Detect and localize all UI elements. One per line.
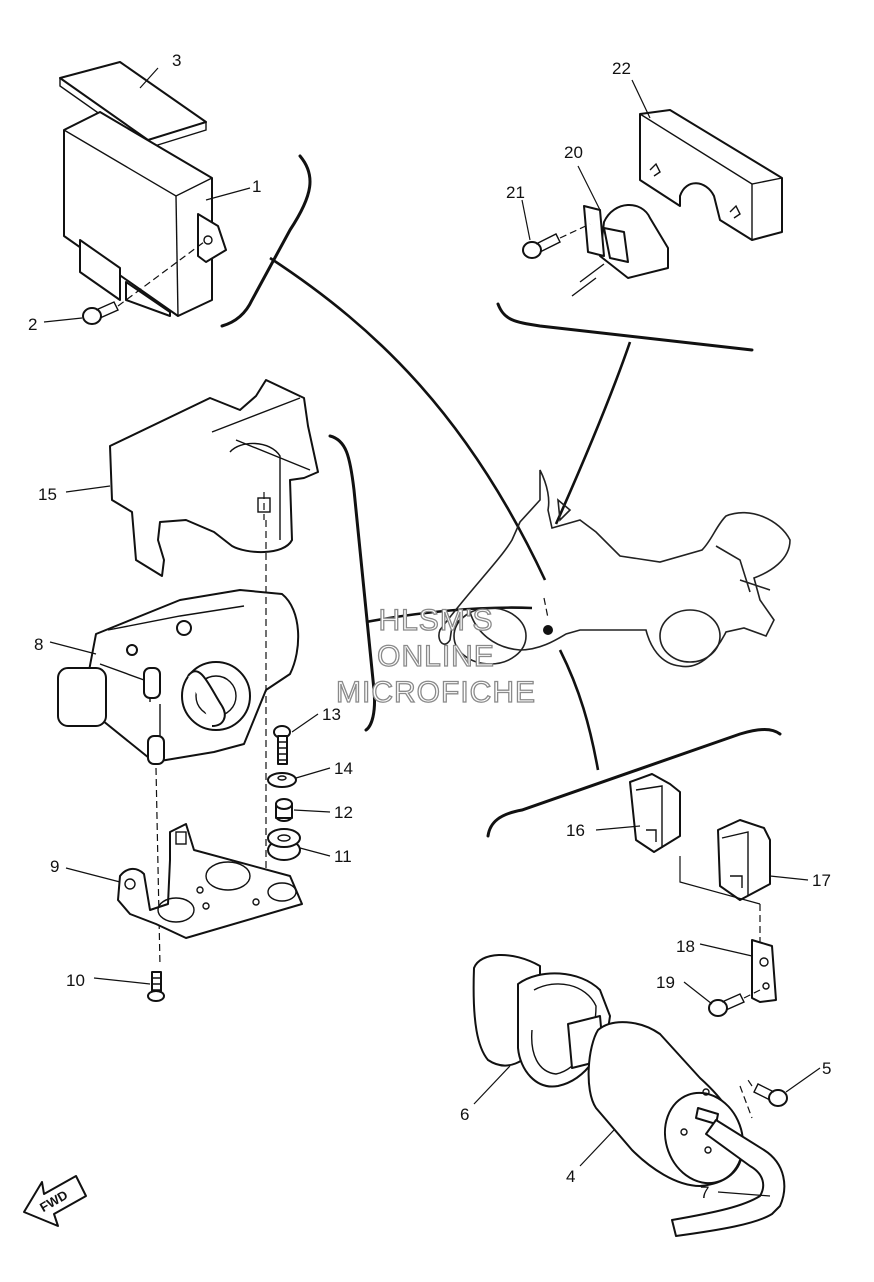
label-part-10: 10 bbox=[66, 971, 85, 990]
part-17-resistor[interactable] bbox=[717, 819, 771, 901]
label-part-16: 16 bbox=[566, 821, 585, 840]
pointer-ecu-group bbox=[269, 256, 547, 581]
label-part-18: 18 bbox=[676, 937, 695, 956]
part-16-resistor[interactable] bbox=[629, 773, 681, 853]
pointer-hydraulic-group bbox=[365, 606, 533, 624]
location-dot bbox=[543, 625, 553, 635]
part-9-bracket[interactable] bbox=[117, 823, 303, 939]
pointer-relay-group bbox=[554, 341, 632, 525]
part-8-hydraulic-unit[interactable] bbox=[57, 520, 300, 967]
part-12-collar[interactable] bbox=[275, 798, 293, 822]
bracket-relay-group bbox=[496, 302, 754, 352]
watermark-line-1: HLSM'S bbox=[378, 604, 493, 637]
label-part-1: 1 bbox=[252, 177, 261, 196]
label-part-7: 7 bbox=[700, 1183, 709, 1202]
label-part-14: 14 bbox=[334, 759, 353, 778]
harness-line bbox=[679, 856, 761, 905]
watermark-line-3: MICROFICHE bbox=[336, 676, 536, 709]
part-4-fuel-pump[interactable] bbox=[587, 1021, 756, 1194]
fwd-arrow-icon: FWD bbox=[23, 1175, 87, 1227]
part-20-relay[interactable] bbox=[571, 204, 669, 297]
bracket-pump-group bbox=[486, 728, 782, 838]
part-1-ecu[interactable] bbox=[63, 111, 227, 317]
motorcycle-silhouette bbox=[438, 469, 791, 668]
label-part-17: 17 bbox=[812, 871, 831, 890]
part-5-screw[interactable] bbox=[747, 1079, 788, 1107]
location-mark bbox=[543, 597, 549, 619]
label-part-22: 22 bbox=[612, 59, 631, 78]
part-14-washer[interactable] bbox=[267, 772, 297, 788]
label-part-6: 6 bbox=[460, 1105, 469, 1124]
leader-lines bbox=[43, 67, 821, 1197]
watermark: HLSM'S ONLINE MICROFICHE bbox=[335, 603, 536, 709]
part-11-grommet[interactable] bbox=[267, 828, 301, 861]
bracket-ecu-group bbox=[220, 154, 312, 328]
label-part-8: 8 bbox=[34, 635, 43, 654]
part-19-screw[interactable] bbox=[708, 989, 761, 1017]
part-2-screw[interactable] bbox=[82, 241, 205, 325]
part-22-cover[interactable] bbox=[639, 109, 783, 241]
label-part-3: 3 bbox=[172, 51, 181, 70]
label-part-15: 15 bbox=[38, 485, 57, 504]
label-part-4: 4 bbox=[566, 1167, 575, 1186]
part-15-cover[interactable] bbox=[109, 379, 319, 577]
label-part-9: 9 bbox=[50, 857, 59, 876]
label-part-11: 11 bbox=[334, 847, 352, 866]
part-13-bolt[interactable] bbox=[273, 725, 291, 765]
label-part-12: 12 bbox=[334, 803, 353, 822]
label-part-20: 20 bbox=[564, 143, 583, 162]
pointer-pump-group bbox=[558, 649, 600, 771]
label-part-5: 5 bbox=[822, 1059, 831, 1078]
label-part-2: 2 bbox=[28, 315, 37, 334]
label-part-13: 13 bbox=[322, 705, 341, 724]
part-10-bolt[interactable] bbox=[147, 971, 165, 1002]
watermark-line-2: ONLINE bbox=[377, 640, 495, 673]
label-part-21: 21 bbox=[506, 183, 525, 202]
bracket-hydraulic-group bbox=[328, 434, 376, 732]
part-21-screw[interactable] bbox=[522, 223, 591, 259]
part-18-bracket[interactable] bbox=[751, 939, 777, 1003]
label-part-19: 19 bbox=[656, 973, 675, 992]
part-7-hose[interactable] bbox=[671, 1119, 786, 1237]
